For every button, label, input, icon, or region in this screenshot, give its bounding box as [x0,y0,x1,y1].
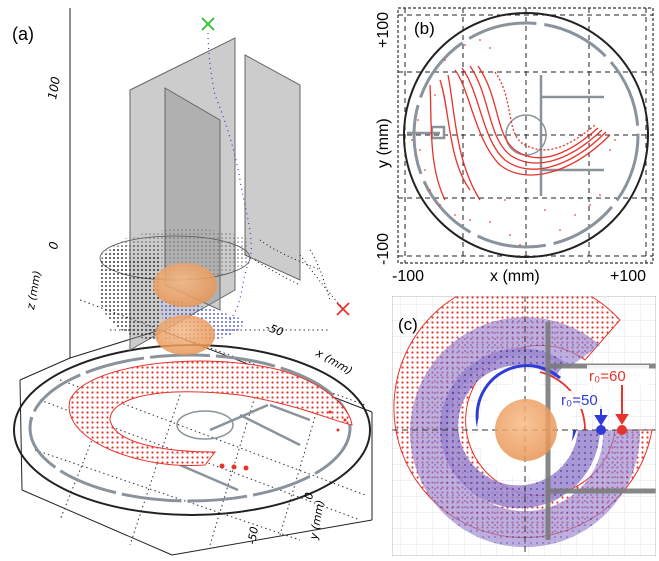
panel-c-red-arrow [615,385,629,425]
panel-b-xtick-max: +100 [610,268,646,285]
panel-b-red-scatter [411,39,616,246]
panel-a-y-tick-0: 0 [302,491,316,500]
panel-a-base-electrodes [179,403,311,492]
panel-a-inner-ring [176,410,234,440]
panel-a-sphere-lower [155,315,215,355]
panel-a-torus-gray [120,228,250,262]
panel-c-label-bg-red [587,365,649,385]
panel-a-label: (a) [12,24,34,44]
panel-b-electrodes [407,75,604,196]
panel-c-red-marker [617,425,627,435]
panel-a-electrode-ring [28,353,352,503]
panel-c-r0-blue: r₀=50 [561,392,598,409]
panel-a-x-axis-label: x (mm) [313,346,355,378]
panel-a-torus-black [98,243,160,340]
panel-a-sphere-upper [153,263,217,307]
panel-c: (c) r₀=60 r₀=50 [392,296,656,556]
panel-a: (a) 100 0 z (mm) -50 x (mm) 0 y (mm) -50 [12,8,373,556]
panel-b-label: (b) [414,19,435,38]
panel-a-z-axis-label: z (mm) [24,270,44,312]
panel-c-r0-red: r₀=60 [589,368,626,385]
panel-a-y-axis-label: y (mm) [307,499,327,542]
panel-b-ylabel: y (mm) [375,118,392,168]
panel-b-red-trajectories [429,65,611,201]
panel-c-blue-marker [596,425,606,435]
panel-a-green-x [201,17,215,31]
panel-a-y-tick-neg50: -50 [245,526,261,546]
panel-a-red-markers [219,410,347,471]
panel-b-outer-ring [403,12,649,258]
panel-b-xtick-min: -100 [392,268,424,285]
panel-c-label-bg-blue [560,391,615,409]
panel-c-label: (c) [398,315,418,334]
panel-a-z-tick-0: 0 [46,240,61,250]
panel-a-red-x [336,302,350,316]
panel-b-ytick-min: -100 [375,233,392,265]
panel-b: (b) x (mm) -100 +100 y (mm) +100 -100 [375,7,654,285]
panel-b-ytick-max: +100 [375,12,392,48]
panel-b-electrode-ring [412,21,640,249]
panel-c-sphere [495,399,557,461]
panel-a-x-tick-neg50: -50 [264,321,285,339]
panel-b-xlabel: x (mm) [490,268,540,285]
panel-a-z-tick-100: 100 [45,75,63,100]
panel-a-red-projection [68,360,353,467]
